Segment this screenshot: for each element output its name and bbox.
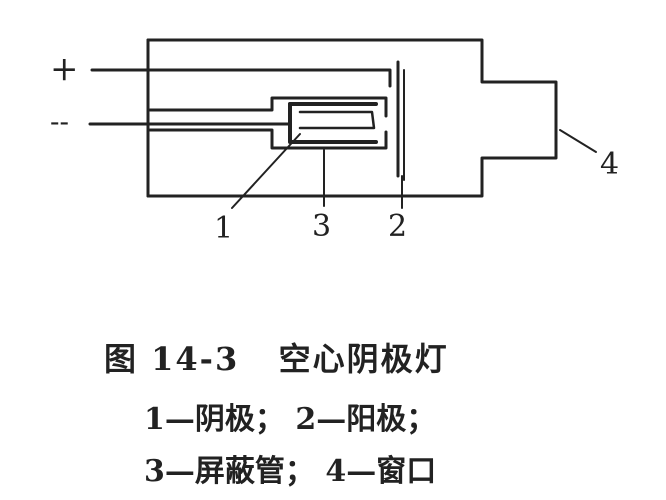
callout-line-1 — [231, 133, 301, 209]
lamp-envelope — [146, 38, 558, 198]
legend-line-1: 1—阴极； 2—阳极； — [144, 402, 437, 437]
shield-tube — [148, 96, 388, 118]
plus-terminal-label: + — [50, 49, 79, 89]
callout-1: 1 — [214, 211, 234, 246]
minus-terminal-label: -- — [50, 105, 69, 138]
legend-line-2: 3—屏蔽管； 4—窗口 — [144, 454, 437, 489]
figure-title: 图 14-3 空心阴极灯 — [104, 340, 449, 378]
callout-4: 4 — [600, 147, 620, 182]
anode-lead — [90, 68, 392, 88]
callout-line-4 — [559, 129, 597, 153]
callout-2: 2 — [388, 209, 408, 244]
callout-3: 3 — [312, 209, 332, 244]
cathode — [288, 102, 378, 144]
